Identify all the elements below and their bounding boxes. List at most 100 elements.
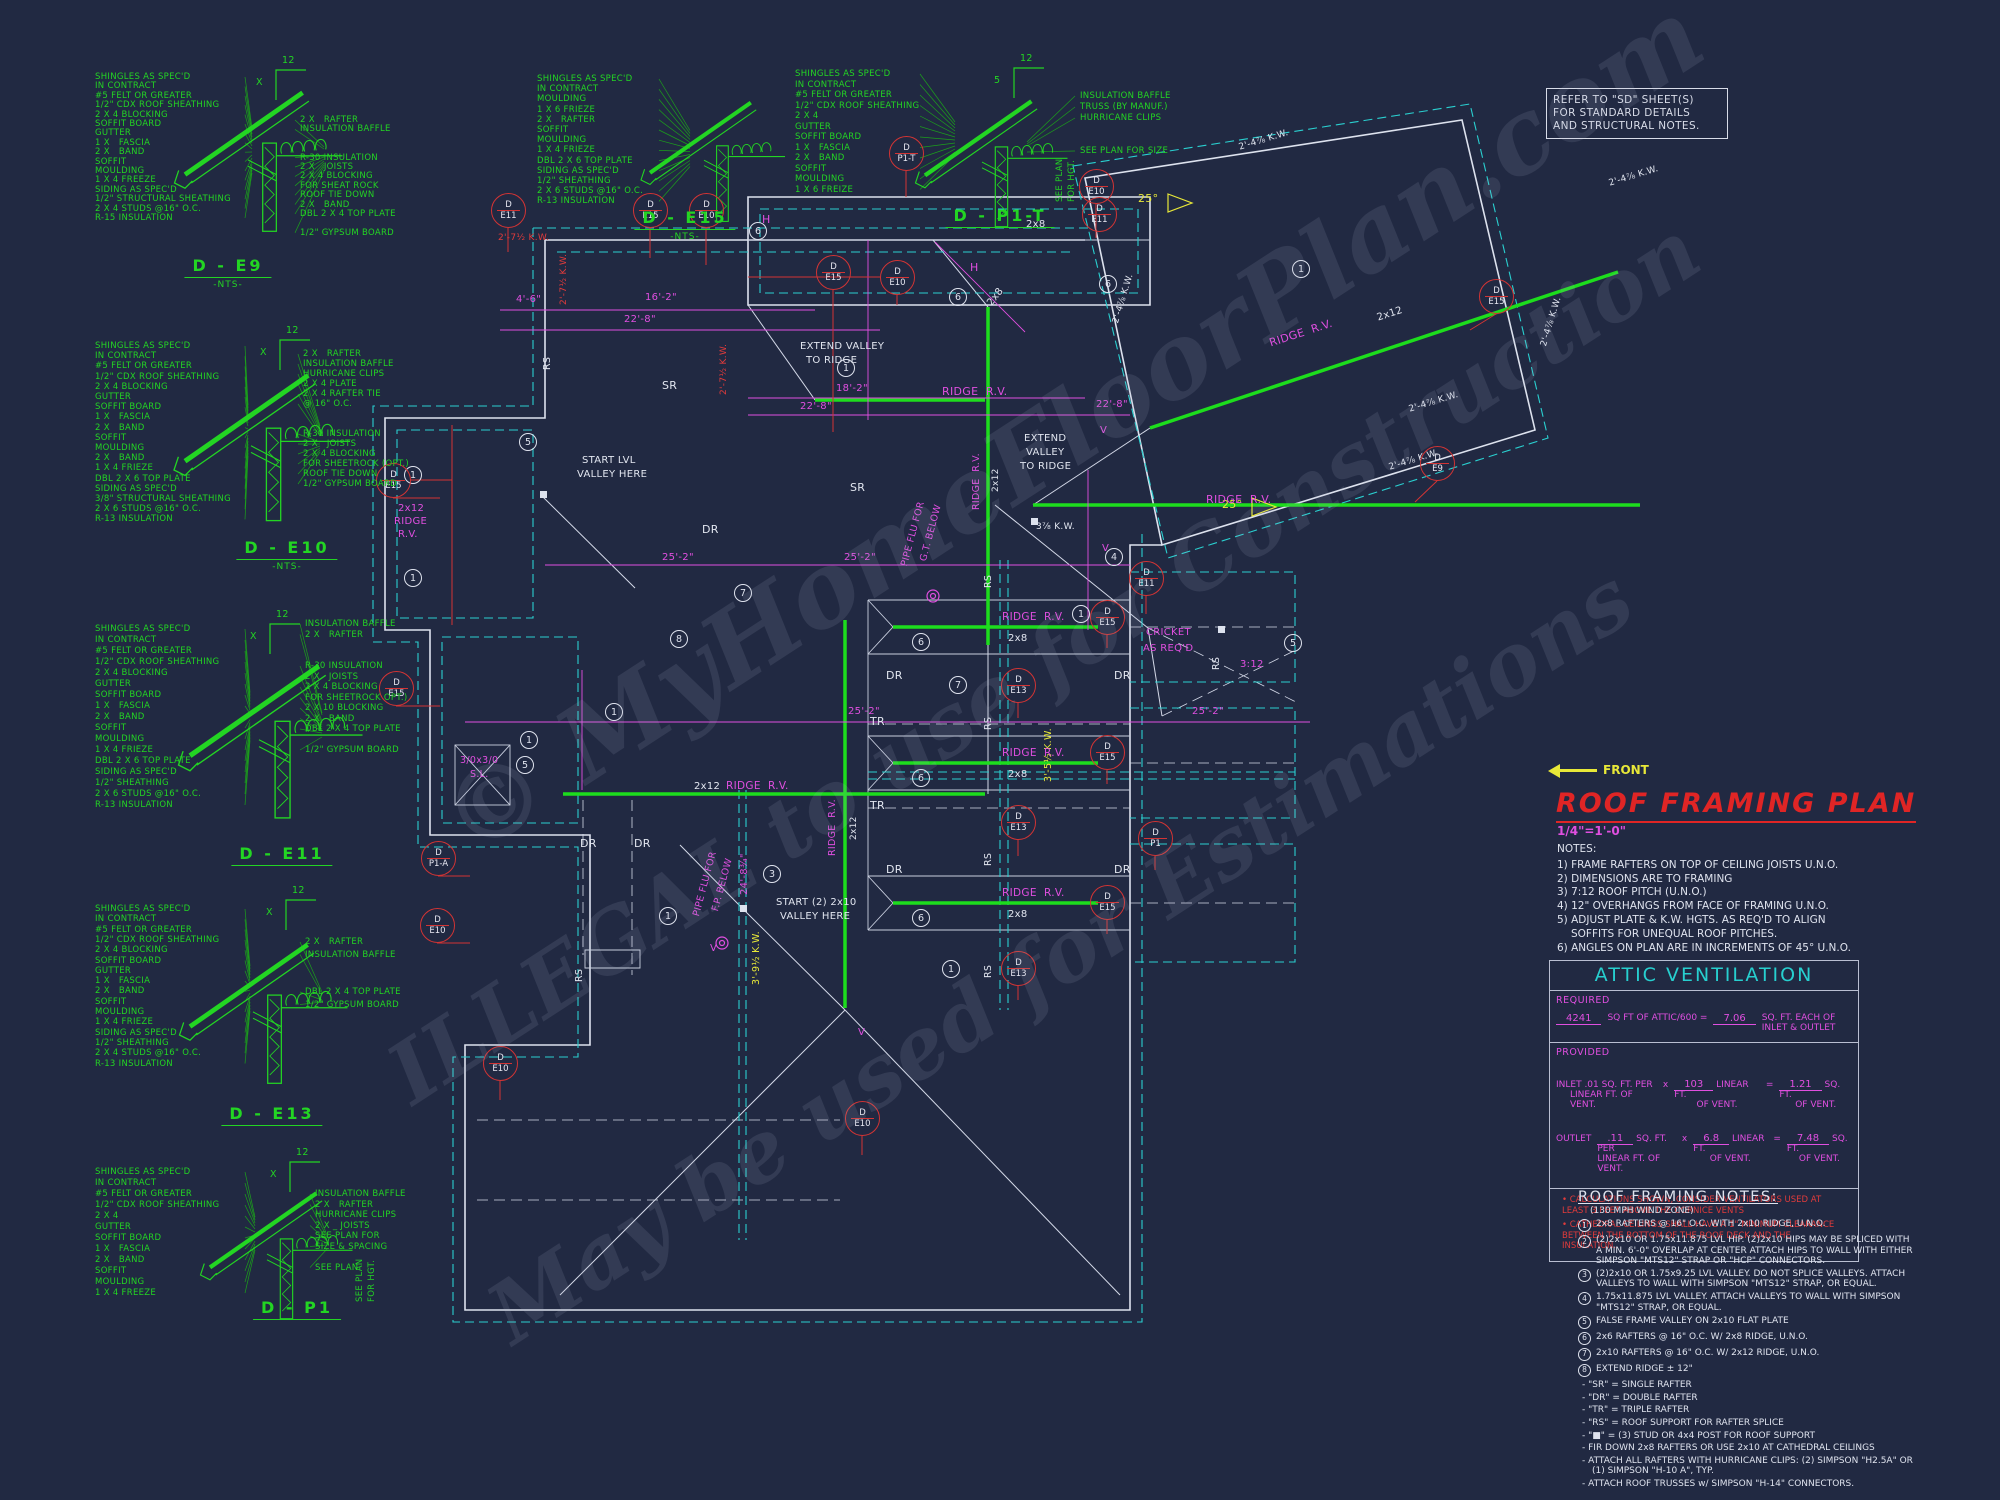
detail-label: FOR SHEETROCK OPT.) (305, 692, 408, 703)
plan-label: 2'-7½ K.W. (719, 343, 729, 395)
detail-label: 2 X 4 PLATE (303, 379, 357, 389)
attic-value: 103 (1674, 1079, 1714, 1091)
pitch-rise-label: 12 (282, 55, 295, 66)
detail-label: IN CONTRACT (95, 1178, 157, 1188)
detail-label: 2 X JOISTS (305, 671, 359, 682)
plan-label: DR (580, 837, 597, 850)
detail-label: 2 X 4 STUDS @16" O.C. (95, 1048, 202, 1059)
plan-note-item: 6) ANGLES ON PLAN ARE IN INCREMENTS OF 4… (1557, 941, 1851, 954)
detail-label: 1 X 4 FREEZE (95, 1288, 157, 1298)
attic-value: 7.48 (1786, 1133, 1830, 1145)
valley-hip-lines (542, 239, 1163, 1296)
plan-keynote-circle: 5 (1284, 634, 1302, 652)
plan-label: RIDGE R.V. (1206, 493, 1272, 506)
front-label: FRONT (1603, 763, 1649, 777)
front-direction-marker: FRONT (1548, 763, 1649, 778)
pitch-rise-label: 12 (286, 325, 299, 336)
detail-label: GUTTER (95, 965, 132, 976)
framing-note-bullet: - "RS" = ROOF SUPPORT FOR RAFTER SPLICE (1582, 1417, 1784, 1428)
detail-label: 2 X RAFTER (305, 937, 364, 947)
detail-label: SEE PLAN (315, 1262, 359, 1273)
plan-label: 16'-2" (645, 292, 677, 303)
detail-label: DBL 2 X 6 TOP PLATE (95, 756, 191, 766)
plan-keynote-circle: 1 (837, 359, 855, 377)
plan-label: 2'-4⅞ K.W. (1607, 164, 1660, 189)
detail-label: MOULDING (95, 166, 145, 176)
detail-label: 1/2" SHEATHING (95, 1037, 169, 1048)
plan-label: FOR HGT. (367, 1259, 377, 1302)
detail-label: INSULATION BAFFLE (1080, 91, 1171, 101)
plan-label: 2x12 (694, 781, 721, 792)
detail-label: 2 X 4 BLOCKING (95, 381, 168, 392)
pitch-bracket-icon (269, 623, 300, 654)
detail-label: SIDING AS SPEC'D (95, 767, 178, 777)
pitch-run-label: X (270, 1169, 277, 1180)
plan-label: S.L. (470, 769, 489, 780)
plan-label: RS (1211, 656, 1222, 670)
sd-note-line: AND STRUCTURAL NOTES. (1553, 120, 1700, 132)
plan-label: DR (886, 863, 903, 876)
plan-label: 25'-2" (1192, 706, 1224, 717)
interior-walls (454, 239, 1150, 969)
plan-keynote-circle: 1 (942, 960, 960, 978)
detail-label: SOFFIT (95, 432, 127, 443)
plan-label: H (762, 213, 771, 226)
pitch-run-label: X (256, 77, 263, 88)
detail-label: MOULDING (537, 94, 587, 105)
detail-label: 1/2" SHEATHING (537, 176, 611, 186)
plan-keynote-circle: 6 (912, 633, 930, 651)
plan-label: 25'-2" (844, 552, 876, 563)
dashed-framing-lines (477, 626, 1301, 1201)
attic-required-section: REQUIRED 4241 SQ FT OF ATTIC/600 = 7.06 … (1550, 991, 1858, 1043)
plan-note-item: 3) 7:12 ROOF PITCH (U.N.O.) (1557, 886, 1707, 899)
page-title: ROOF FRAMING PLAN (1556, 788, 1917, 823)
plan-label: 22'-8" (1096, 399, 1128, 410)
plan-label: 25'-2" (662, 552, 694, 563)
plan-keynote-circle: 6 (912, 909, 930, 927)
plan-label: RIDGE R.V. (1002, 747, 1065, 759)
detail-label: 2 X 4 BLOCKING (95, 668, 168, 678)
plan-keynote-circle: 6 (912, 769, 930, 787)
plan-label: 2x8 (1026, 219, 1046, 230)
sd-note-line: REFER TO "SD" SHEET(S) (1553, 94, 1694, 106)
plan-label: FOR HGT. (1067, 159, 1077, 202)
plan-keynote-circle: 7 (949, 676, 967, 694)
detail-label: 2 X 4 (95, 1211, 119, 1221)
plan-keynote-circle: 6 (949, 288, 967, 306)
detail-label: 2 X BAND (795, 153, 845, 163)
detail-label: 1 X FASCIA (95, 976, 151, 987)
plan-label: SEE PLAN (1055, 158, 1065, 202)
detail-label: 2 X BAND (95, 1255, 145, 1265)
angle-arrow-icons (1167, 193, 1278, 517)
detail-label: MOULDING (95, 1277, 145, 1287)
detail-label: SOFFIT (537, 125, 569, 135)
detail-label: SOFFIT (95, 723, 127, 733)
detail-label: R-13 INSULATION (95, 1058, 173, 1069)
detail-label: #5 FELT OR GREATER (95, 646, 193, 656)
attic-value: .11 (1597, 1133, 1634, 1145)
note-number-circle: 2 (1578, 1235, 1591, 1249)
detail-label: SOFFIT (95, 156, 127, 167)
detail-label: 2 X 6 STUDS @16" O.C. (95, 789, 202, 799)
detail-title: D - P1 (253, 1300, 341, 1320)
plan-note-item: 2) DIMENSIONS ARE TO FRAMING (1557, 872, 1733, 885)
detail-label: 2 X 6 STUDS @16" O.C. (537, 186, 644, 197)
framing-notes-subtitle: (130 MPH WIND ZONE) (1590, 1206, 1694, 1217)
detail-label: SHINGLES AS SPEC'D (95, 624, 191, 634)
detail-label: 1 X 6 FREIZE (795, 184, 854, 195)
detail-label: 2 X RAFTER (537, 114, 596, 125)
detail-label: DBL 2 X 4 TOP PLATE (305, 987, 401, 997)
detail-label: 2 X BAND (95, 712, 145, 722)
detail-label: SOFFIT BOARD (95, 1233, 162, 1243)
